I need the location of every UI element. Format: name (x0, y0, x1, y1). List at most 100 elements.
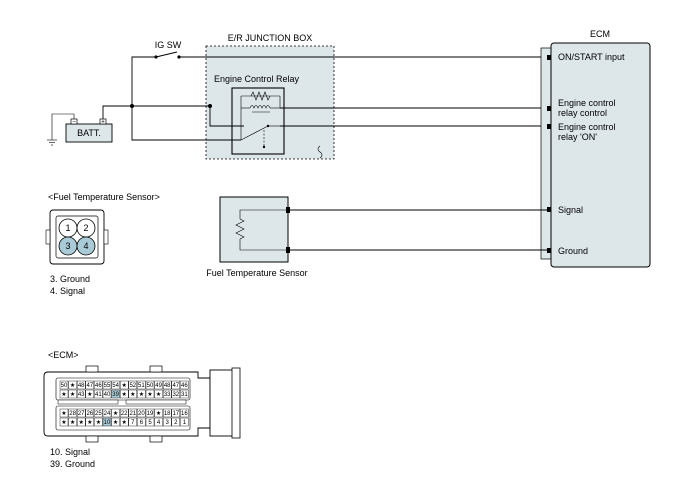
ecm-pin-label: ★ (70, 391, 75, 398)
ecm-pin-cell (180, 408, 189, 418)
fuel-connector-title: <Fuel Temperature Sensor> (48, 192, 160, 202)
ecm-pin-cell (154, 417, 163, 427)
ecm-pin-label: 1 (183, 420, 187, 426)
ecm-title: ECM (590, 29, 610, 39)
ecm-pin-label: 39 (112, 392, 119, 398)
ecm-pin-cell (76, 417, 86, 427)
ecm-pin-label: ★ (147, 391, 152, 398)
ecm-pin-label: 46 (181, 383, 188, 389)
ecm-pin-label: ★ (130, 391, 135, 398)
ecm-pin-cell (76, 389, 86, 399)
ecm-pin-cell (145, 380, 155, 390)
ecm-pin-label: 21 (129, 411, 136, 417)
ecm-pin-label: 50 (61, 383, 68, 389)
ecm-pin-label: 46 (95, 383, 102, 389)
ecm-pin-cell (154, 408, 163, 418)
ecm-pin-cell (111, 417, 120, 427)
fuel-pin-4 (76, 236, 96, 256)
ecm-pin-cell (94, 408, 103, 418)
ecm-pin-cell (119, 380, 129, 390)
ecm-pin-label: 6 (140, 420, 144, 426)
ecm-pin-signal: Signal (558, 205, 583, 215)
relay-switch (240, 108, 280, 149)
ecm-pin-cell (180, 389, 189, 399)
ecm-pin-label: 55 (104, 383, 111, 389)
ecm-pin-cell (85, 389, 95, 399)
ecm-pin-cell (85, 417, 95, 427)
relay-label: Engine Control Relay (214, 74, 300, 84)
ig-switch (131, 51, 181, 106)
ecm-pin-cell (137, 417, 146, 427)
relay-box (231, 87, 285, 155)
ecm-pin-cell (128, 408, 138, 418)
ecm-pin-label: 25 (95, 411, 102, 417)
ecm-legend-signal: 10. Signal (50, 447, 90, 457)
ig-switch-label: IG SW (155, 40, 182, 50)
ecm-pin-label: 50 (147, 383, 154, 389)
ecm-pin-label: 40 (104, 392, 111, 398)
ecm-pin-cell (85, 408, 95, 418)
ecm-pin-cell (76, 408, 86, 418)
svg-text:+: + (101, 120, 105, 126)
ecm-pin-label: 2 (174, 420, 178, 426)
ecm-pin-label: 47 (86, 383, 93, 389)
ecm-pin-cell (68, 417, 77, 427)
fuel-legend-signal: 4. Signal (50, 286, 85, 296)
ecm-pin-cell (68, 389, 77, 399)
ecm-pin-cell (180, 417, 189, 427)
svg-text:−: − (72, 120, 76, 126)
junction-box-label: E/R JUNCTION BOX (228, 33, 313, 43)
ecm-legend-ground: 39. Ground (50, 459, 95, 469)
ecm-pin-cell (171, 417, 181, 427)
ecm-pin-cell (76, 380, 86, 390)
ecm-pin-cell (59, 389, 69, 399)
ecm-pin-cell (154, 389, 163, 399)
ecm-pin-label: 5 (148, 420, 152, 426)
ecm-pin-label: ★ (61, 410, 66, 417)
ecm-pin-cell (128, 389, 138, 399)
ecm-pin-relay-control-2: relay control (558, 108, 607, 118)
ecm-pin-cell (94, 389, 103, 399)
ecm-pin-label: 33 (164, 392, 171, 398)
ecm-pin-label: 52 (129, 383, 136, 389)
ecm-pin-label: 27 (78, 411, 85, 417)
ecm-pin-cell (162, 389, 172, 399)
ecm-pin-cell (145, 408, 155, 418)
ecm-pin-cell (145, 389, 155, 399)
ecm-pin-cell (59, 380, 69, 390)
ecm-pin-ground: Ground (558, 246, 588, 256)
ecm-pin-cell (162, 408, 172, 418)
ecm-pin-label: 4 (157, 420, 161, 426)
ecm-pin-cell (137, 380, 146, 390)
ecm-pin-label: 3 (166, 420, 170, 426)
ecm-pin-cell (111, 408, 120, 418)
ecm-pin-label: ★ (96, 419, 101, 426)
ecm-pin-label: ★ (87, 391, 92, 398)
fuel-temp-sensor (219, 196, 289, 263)
ecm-pin-label: 22 (121, 411, 128, 417)
ground-icon (47, 113, 75, 146)
ecm-pin-label: ★ (122, 382, 127, 389)
ecm-pin-cell (102, 380, 112, 390)
fuse-symbol (317, 145, 323, 159)
ecm-pin-label: ★ (156, 391, 161, 398)
ecm-pin-label: 26 (86, 411, 93, 417)
ecm-pin-cell (137, 389, 146, 399)
ecm-pin-on-start: ON/START input (558, 52, 625, 62)
ecm-pin-label: 19 (147, 411, 154, 417)
battery: BATT. − + (65, 118, 113, 143)
ecm-pin-cell (171, 389, 181, 399)
ecm-pin-label: ★ (70, 419, 75, 426)
ecm-pin-relay-on-1: Engine control (558, 122, 616, 132)
ecm-pin-label: ★ (70, 382, 75, 389)
ecm-pin-cell (162, 417, 172, 427)
thermistor-icon (235, 207, 290, 253)
ecm-pin-cell (119, 389, 129, 399)
ecm-pin-label: 17 (172, 411, 179, 417)
ecm-pin-label: ★ (122, 419, 127, 426)
ecm-pin-label: 31 (181, 392, 188, 398)
ecm-pin-label: ★ (139, 391, 144, 398)
